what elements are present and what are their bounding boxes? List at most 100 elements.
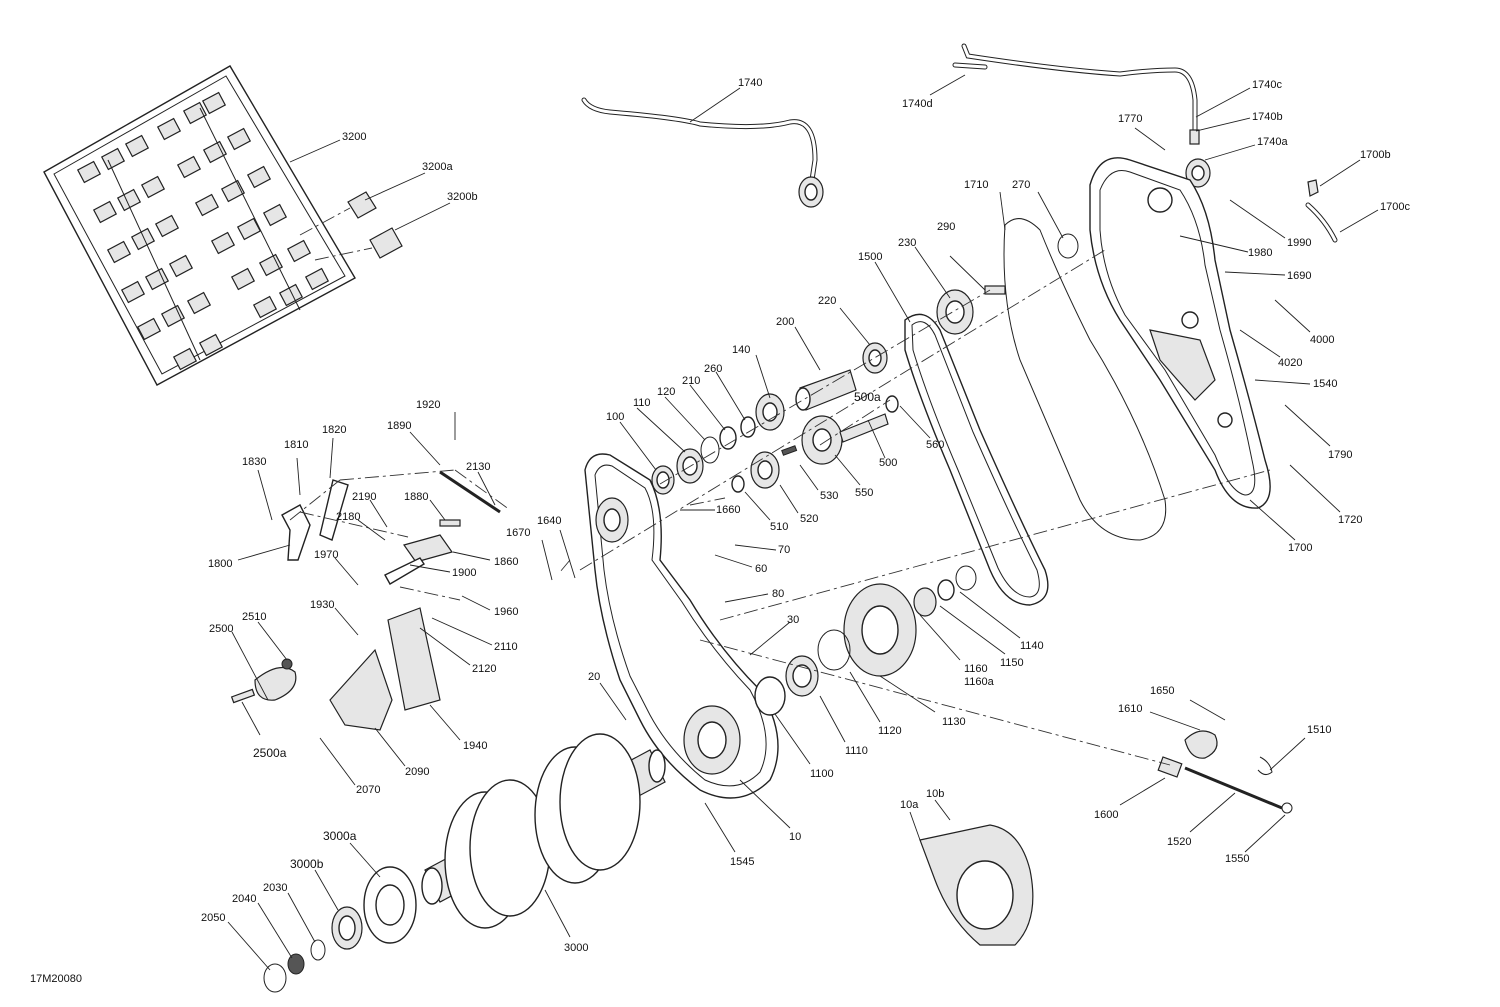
callout-3000: 3000: [564, 942, 588, 954]
callout-550: 550: [855, 487, 873, 499]
callout-3000a: 3000a: [323, 829, 357, 843]
callout-1110: 1110: [845, 745, 868, 757]
callout-1740: 1740: [738, 77, 762, 89]
cover-2500: [254, 666, 297, 701]
callout-120: 120: [657, 386, 675, 398]
callout-1690: 1690: [1287, 270, 1311, 282]
leader-lines: [227, 74, 1379, 971]
callout-1520: 1520: [1167, 836, 1191, 848]
callout-1740c: 1740c: [1252, 79, 1282, 91]
callout-290: 290: [937, 221, 955, 233]
cover-plate-10a: [919, 824, 1034, 946]
lever-arm-1820: [319, 479, 349, 541]
shaft-1520: [1184, 766, 1283, 810]
linkage-rod-1890: [439, 470, 501, 514]
callout-1660: 1660: [716, 504, 740, 516]
callout-3200b: 3200b: [447, 191, 478, 203]
bolt-2500a: [230, 688, 256, 704]
washer-210: [719, 426, 737, 450]
shaft-200: [795, 369, 857, 411]
lever-1900: [384, 557, 425, 585]
callout-1640: 1640: [537, 515, 561, 527]
seal-1100: [754, 676, 786, 716]
washer-260: [740, 416, 756, 438]
circlip-270: [1057, 233, 1079, 259]
circlip-1140: [955, 565, 977, 591]
callout-1930: 1930: [310, 599, 334, 611]
seal-100: [651, 465, 675, 495]
callout-110: 110: [633, 397, 651, 409]
callout-2070: 2070: [356, 784, 380, 796]
callout-1770: 1770: [1118, 113, 1142, 125]
callout-2030: 2030: [263, 882, 287, 894]
callout-2120: 2120: [472, 663, 496, 675]
callout-1160: 1160: [964, 663, 988, 675]
circlip-1120: [817, 629, 851, 671]
gear-140: [755, 393, 785, 431]
washer-500a: [885, 395, 899, 413]
shift-lever-1800: [281, 504, 311, 561]
rod-end-1880: [439, 519, 461, 527]
callout-1130: 1130: [942, 716, 966, 728]
callout-1740d: 1740d: [902, 98, 933, 110]
callout-2050: 2050: [201, 912, 225, 924]
callout-500a: 500a: [854, 390, 881, 404]
callout-210: 210: [682, 375, 700, 387]
lever-1610: [1184, 730, 1218, 759]
callout-2500a: 2500a: [253, 746, 287, 760]
circlip-2030: [310, 939, 326, 961]
callout-270: 270: [1012, 179, 1030, 191]
callout-3200a: 3200a: [422, 161, 453, 173]
callout-500: 500: [879, 457, 897, 469]
callout-560: 560: [926, 439, 944, 451]
callout-200: 200: [776, 316, 794, 328]
callout-1830: 1830: [242, 456, 266, 468]
callout-1810: 1810: [284, 439, 308, 451]
gear-1130: [843, 583, 917, 677]
drawing-code: 17M20080: [30, 973, 82, 985]
callout-1545: 1545: [730, 856, 754, 868]
callout-220: 220: [818, 295, 836, 307]
callout-60: 60: [755, 563, 767, 575]
callout-1600: 1600: [1094, 809, 1118, 821]
callout-1650: 1650: [1150, 685, 1174, 697]
callout-1120: 1120: [878, 725, 902, 737]
callout-1990: 1990: [1287, 237, 1311, 249]
callout-140: 140: [732, 344, 750, 356]
callout-1550: 1550: [1225, 853, 1249, 865]
callout-2090: 2090: [405, 766, 429, 778]
callout-1940: 1940: [463, 740, 487, 752]
nut-2040: [287, 953, 305, 975]
callout-3000b: 3000b: [290, 857, 324, 871]
callout-530: 530: [820, 490, 838, 502]
washer-510: [731, 475, 745, 493]
callout-30: 30: [787, 614, 799, 626]
callout-labels: 3200 3200a 3200b 1740 1740d 1740c 1740b …: [30, 77, 1410, 985]
callout-1920: 1920: [416, 399, 440, 411]
bracket-2090: [329, 648, 393, 731]
gasket-1710: [1003, 218, 1167, 541]
callout-1890: 1890: [387, 420, 411, 432]
callout-260: 260: [704, 363, 722, 375]
track-clip-panel: [43, 65, 356, 386]
callout-1160a: 1160a: [964, 676, 995, 688]
pin-1510: [1257, 756, 1273, 776]
callout-70: 70: [778, 544, 790, 556]
callout-1800: 1800: [208, 558, 232, 570]
bracket-1860: [403, 534, 453, 563]
callout-2180: 2180: [336, 511, 360, 523]
bushing-1600: [1157, 756, 1183, 778]
callout-10b: 10b: [926, 788, 944, 800]
callout-20: 20: [588, 671, 600, 683]
callout-2130: 2130: [466, 461, 490, 473]
callout-1700c: 1700c: [1380, 201, 1410, 213]
callout-10: 10: [789, 831, 801, 843]
callout-2500: 2500: [209, 623, 233, 635]
callout-230: 230: [898, 237, 916, 249]
nut-2510: [281, 658, 293, 670]
cover-plate-1940: [387, 607, 441, 711]
callout-2110: 2110: [494, 641, 518, 653]
callout-1740b: 1740b: [1252, 111, 1283, 123]
shaft-500: [839, 413, 889, 443]
